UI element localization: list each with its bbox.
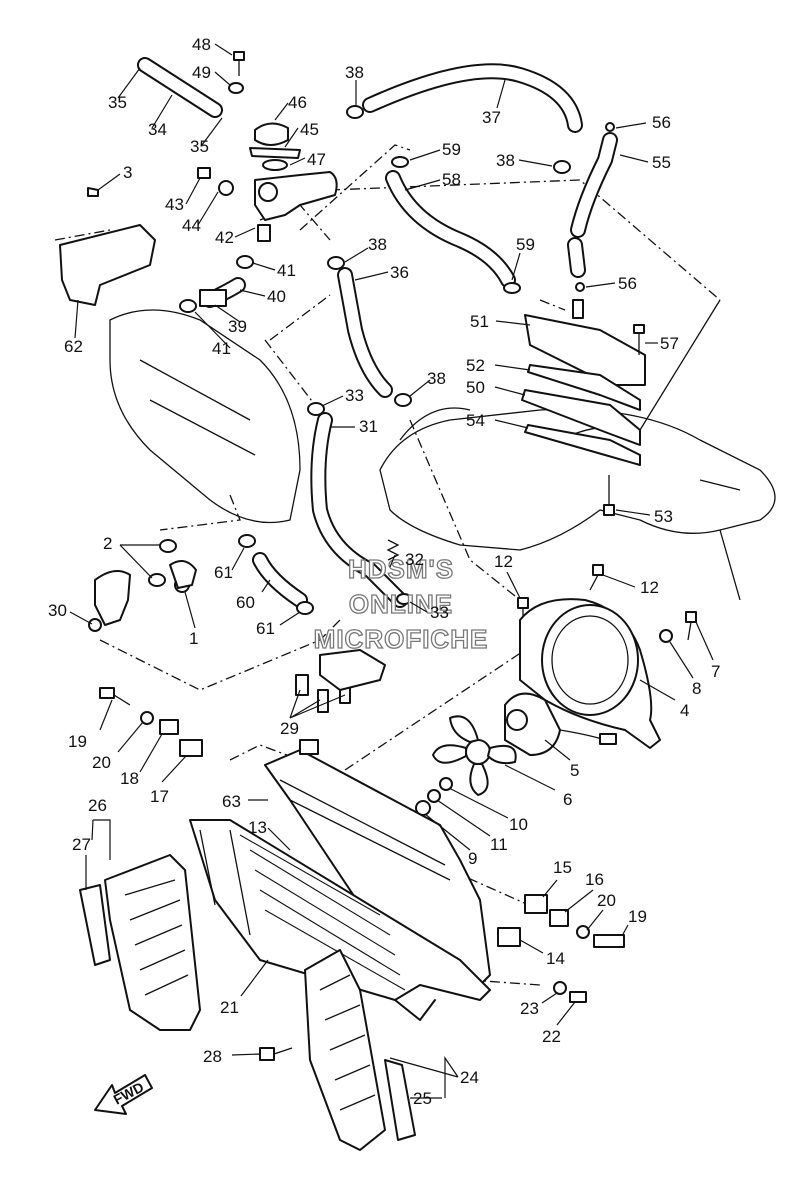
callout-36: 36 bbox=[390, 263, 409, 282]
callout-63: 63 bbox=[222, 792, 241, 811]
callout-34: 34 bbox=[148, 120, 167, 139]
callout-37: 37 bbox=[482, 108, 501, 127]
callout-19: 19 bbox=[628, 907, 647, 926]
callout-12: 12 bbox=[640, 578, 659, 597]
callout-7: 7 bbox=[711, 662, 720, 681]
left-shroud bbox=[79, 854, 201, 1031]
callout-51: 51 bbox=[470, 312, 489, 331]
fan-assembly bbox=[432, 598, 661, 796]
watermark-line2: ONLINE bbox=[349, 589, 453, 619]
callout-19: 19 bbox=[68, 732, 87, 751]
callout-29: 29 bbox=[280, 719, 299, 738]
callout-31: 31 bbox=[359, 417, 378, 436]
callout-43: 43 bbox=[165, 195, 184, 214]
callout-42: 42 bbox=[215, 228, 234, 247]
callout-12: 12 bbox=[494, 552, 513, 571]
callout-5: 5 bbox=[570, 761, 579, 780]
callout-8: 8 bbox=[692, 679, 701, 698]
watermark-line3: MICROFICHE bbox=[314, 624, 489, 654]
callout-58: 58 bbox=[442, 170, 461, 189]
callout-52: 52 bbox=[466, 356, 485, 375]
radiator-core-fins bbox=[239, 834, 406, 991]
callout-33: 33 bbox=[430, 603, 449, 622]
callout-11: 11 bbox=[490, 835, 508, 854]
callout-10: 10 bbox=[509, 815, 528, 834]
callout-47: 47 bbox=[307, 150, 326, 169]
callout-38: 38 bbox=[427, 369, 446, 388]
callout-20: 20 bbox=[92, 753, 111, 772]
callout-53: 53 bbox=[654, 507, 673, 526]
callout-23: 23 bbox=[520, 999, 539, 1018]
callout-54: 54 bbox=[466, 411, 485, 430]
callout-18: 18 bbox=[120, 769, 139, 788]
callout-41: 41 bbox=[277, 261, 296, 280]
callout-56: 56 bbox=[652, 113, 671, 132]
callout-24: 24 bbox=[460, 1068, 479, 1087]
callout-15: 15 bbox=[553, 858, 572, 877]
leader-lines bbox=[69, 43, 714, 1099]
callout-45: 45 bbox=[300, 120, 319, 139]
callout-30: 30 bbox=[48, 601, 67, 620]
callout-35: 35 bbox=[190, 137, 209, 156]
callout-21: 21 bbox=[220, 998, 239, 1017]
callout-16: 16 bbox=[585, 870, 604, 889]
callout-20: 20 bbox=[597, 891, 616, 910]
callout-32: 32 bbox=[405, 550, 424, 569]
callout-25: 25 bbox=[413, 1089, 432, 1108]
watermark-line1: HDSM'S bbox=[348, 554, 454, 584]
callout-labels: 48 49 35 34 35 46 45 47 38 37 56 55 38 5… bbox=[48, 35, 720, 1108]
small-parts bbox=[59, 51, 697, 1061]
callout-38: 38 bbox=[368, 235, 387, 254]
callout-48: 48 bbox=[192, 35, 211, 54]
callout-9: 9 bbox=[468, 849, 477, 868]
callout-55: 55 bbox=[652, 153, 671, 172]
callout-39: 39 bbox=[228, 317, 247, 336]
fwd-arrow-icon: FWD bbox=[94, 1074, 153, 1115]
callout-17: 17 bbox=[150, 787, 169, 806]
callout-59: 59 bbox=[442, 140, 461, 159]
callout-56: 56 bbox=[618, 274, 637, 293]
fwd-label: FWD bbox=[111, 1079, 147, 1108]
callout-57: 57 bbox=[660, 334, 679, 353]
callout-49: 49 bbox=[192, 63, 211, 82]
callout-41: 41 bbox=[212, 339, 231, 358]
callout-44: 44 bbox=[182, 216, 201, 235]
hoses bbox=[137, 57, 618, 608]
callout-14: 14 bbox=[546, 949, 565, 968]
callout-38: 38 bbox=[496, 151, 515, 170]
callout-27: 27 bbox=[72, 835, 91, 854]
callout-35: 35 bbox=[108, 93, 127, 112]
callout-60: 60 bbox=[236, 593, 255, 612]
callout-26: 26 bbox=[88, 796, 107, 815]
callout-59: 59 bbox=[516, 235, 535, 254]
callout-3: 3 bbox=[123, 163, 132, 182]
callout-62: 62 bbox=[64, 337, 83, 356]
callout-2: 2 bbox=[103, 534, 112, 553]
callout-22: 22 bbox=[542, 1027, 561, 1046]
callout-13: 13 bbox=[248, 818, 267, 837]
callout-61: 61 bbox=[214, 563, 233, 582]
callout-61: 61 bbox=[256, 619, 275, 638]
watermark: HDSM'S ONLINE MICROFICHE bbox=[313, 553, 489, 654]
right-shroud bbox=[304, 949, 416, 1151]
callout-50: 50 bbox=[466, 378, 485, 397]
callout-28: 28 bbox=[203, 1047, 222, 1066]
callout-38: 38 bbox=[345, 63, 364, 82]
callout-40: 40 bbox=[267, 287, 286, 306]
callout-1: 1 bbox=[189, 629, 198, 648]
callout-46: 46 bbox=[288, 93, 307, 112]
callout-4: 4 bbox=[680, 701, 689, 720]
callout-6: 6 bbox=[563, 790, 572, 809]
radiator bbox=[189, 739, 491, 1021]
callout-33: 33 bbox=[345, 386, 364, 405]
